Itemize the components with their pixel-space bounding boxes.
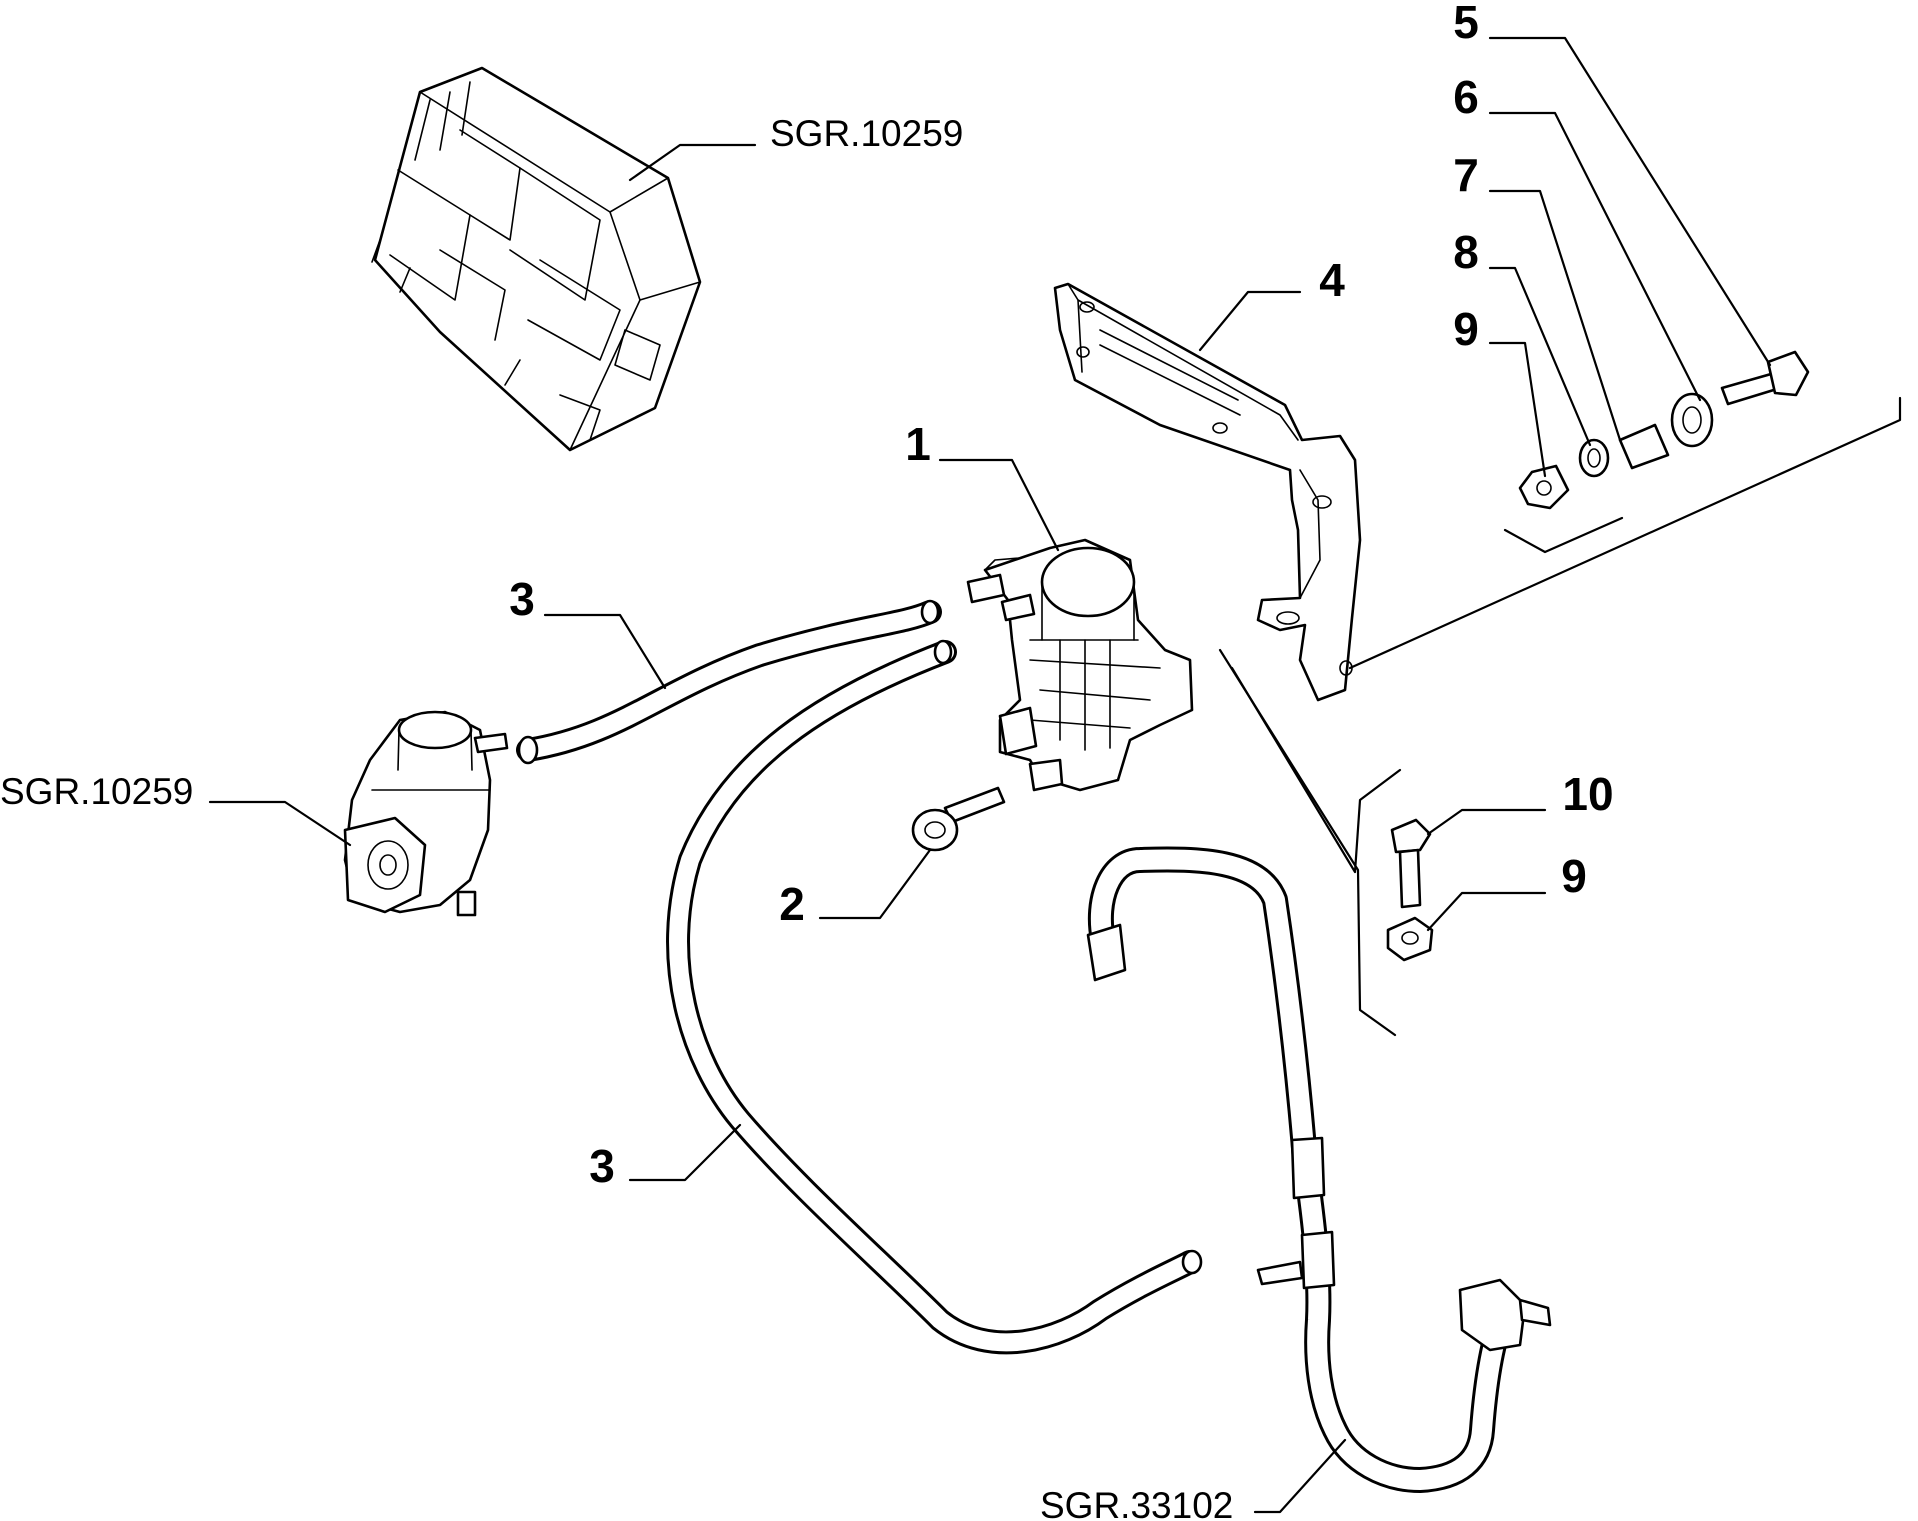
solenoid-valve-drawing [966,538,1194,792]
callout-item-5: 5 [1453,0,1479,48]
callout-item-9-lower: 9 [1561,850,1587,902]
fuel-line-drawing [1086,846,1552,1493]
callout-item-4: 4 [1319,254,1345,306]
ecu-module-drawing [371,66,702,452]
vacuum-valve-drawing [343,710,509,917]
callout-item-9-upper: 9 [1453,303,1479,355]
callout-item-10: 10 [1562,768,1613,820]
hose-lower-drawing [666,639,1203,1355]
callout-item-6: 6 [1453,71,1479,123]
leader-lines [208,36,1772,1514]
reference-ecu: SGR.10259 [770,113,963,154]
callout-item-7: 7 [1453,149,1479,201]
screw-drawing [911,786,1006,852]
hose-upper-drawing [516,599,942,765]
callout-item-3-upper: 3 [509,573,535,625]
reference-fuel-line: SGR.33102 [1040,1485,1233,1521]
callout-item-2: 2 [779,878,805,930]
callout-item-3-lower: 3 [589,1140,615,1192]
assembly-reference-lines [1218,396,1902,1037]
hardware-lower-drawing [1386,818,1434,962]
callout-labels: 1 2 3 3 4 5 6 7 8 9 10 9 SGR.10259 SGR.1… [0,0,1614,1521]
hardware-upper-drawing [1518,350,1810,510]
reference-vacuum-valve: SGR.10259 [0,771,193,812]
callout-item-8: 8 [1453,226,1479,278]
callout-item-1: 1 [905,418,931,470]
